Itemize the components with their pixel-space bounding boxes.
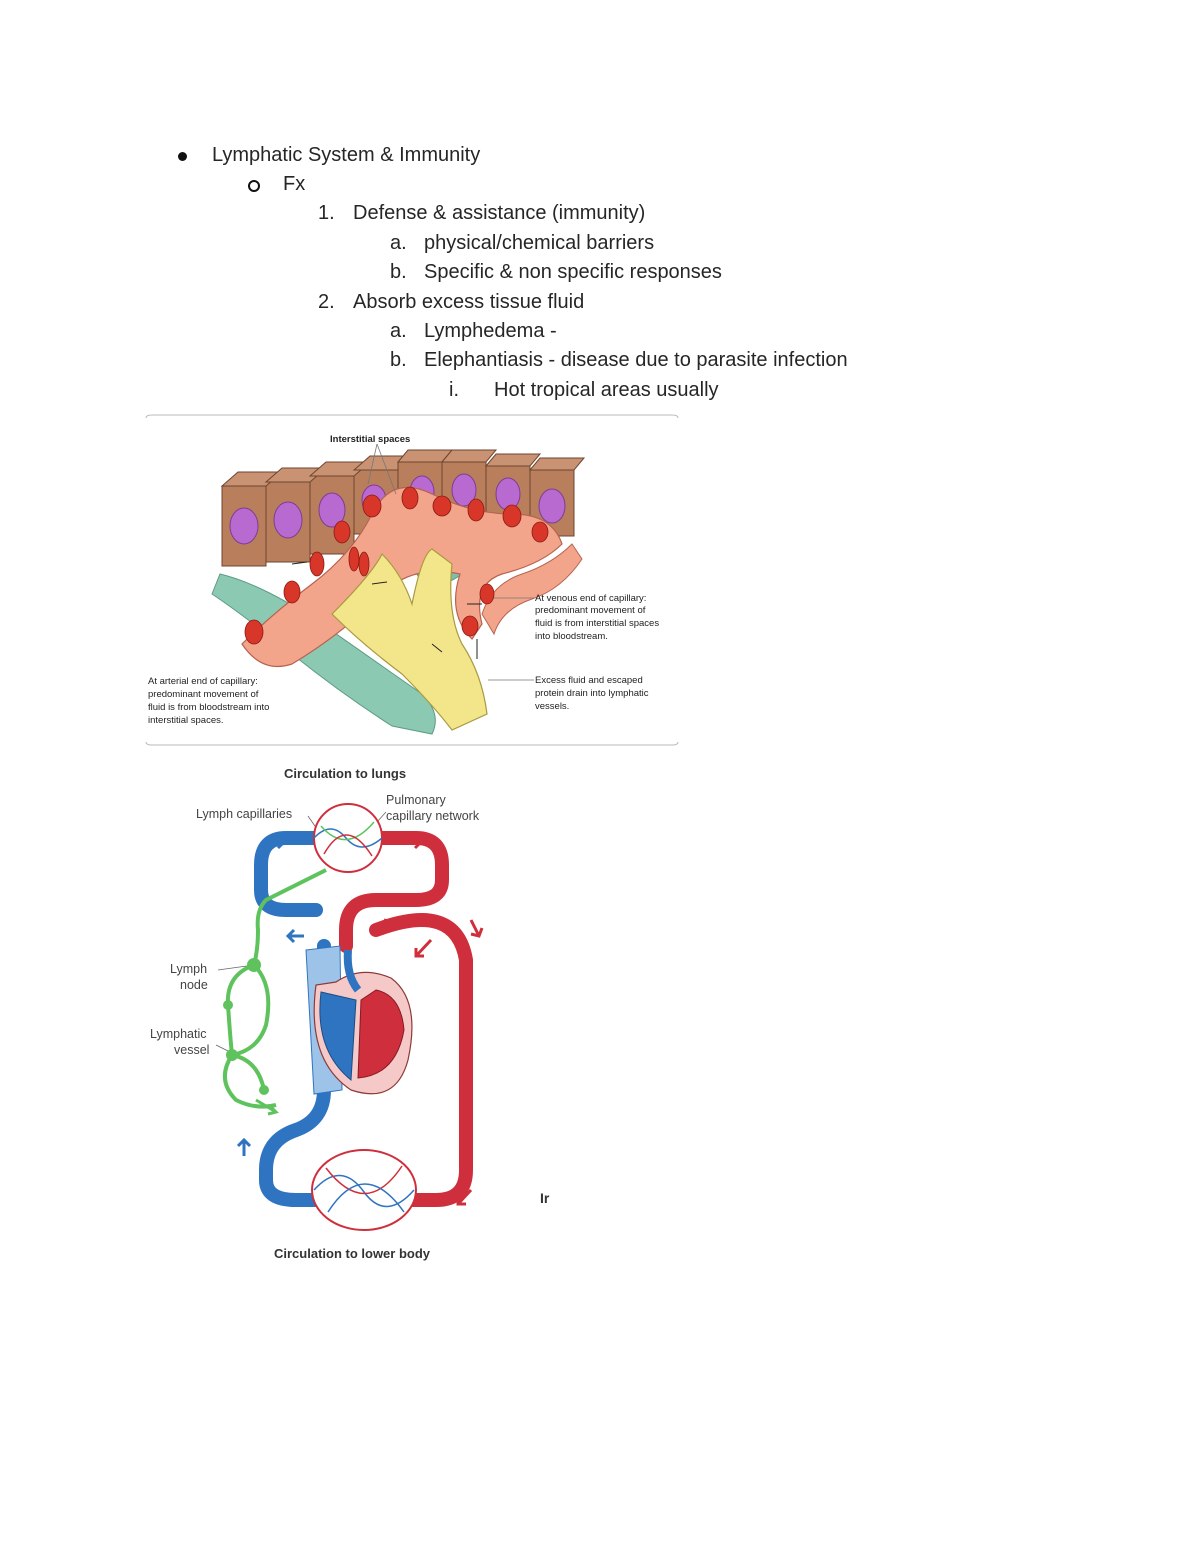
- list-marker: a.: [390, 232, 407, 254]
- arterial-caption-line: predominant movement of: [148, 689, 259, 700]
- venous-caption-line: fluid is from interstitial spaces: [535, 618, 659, 629]
- list-marker: b.: [390, 261, 407, 283]
- venous-caption-line: predominant movement of: [535, 605, 646, 616]
- list-item: Lymphedema -: [424, 320, 557, 342]
- venous-caption-line: into bloodstream.: [535, 631, 608, 642]
- circulation-lower-body-title: Circulation to lower body: [274, 1246, 431, 1261]
- lymph-capillaries-label: Lymph capillaries: [196, 807, 292, 821]
- list-marker: a.: [390, 320, 407, 342]
- capillary-fluid-illustration: Interstitial spaces At venous end of cap…: [145, 414, 679, 746]
- excess-caption-line: protein drain into lymphatic: [535, 688, 649, 699]
- arterial-caption-line: At arterial end of capillary:: [148, 676, 258, 687]
- list-item: Elephantiasis - disease due to parasite …: [424, 349, 848, 371]
- list-marker: 1.: [318, 202, 335, 224]
- lymph-node-label-line: Lymph: [170, 962, 207, 976]
- lymph-node-label-line: node: [180, 978, 208, 992]
- list-item: Absorb excess tissue fluid: [353, 291, 585, 313]
- venous-caption-line: At venous end of capillary:: [535, 593, 646, 604]
- capillary-fluid-figure: Interstitial spaces At venous end of cap…: [142, 414, 682, 746]
- subheading-fx: Fx: [283, 173, 306, 195]
- lymphatic-vessel-label-line: vessel: [174, 1043, 209, 1057]
- bullet-dot: [178, 152, 187, 161]
- list-item: Hot tropical areas usually: [494, 379, 719, 401]
- list-marker: 2.: [318, 291, 335, 313]
- list-item: physical/chemical barriers: [424, 232, 655, 254]
- bullet-ring: [248, 180, 260, 192]
- excess-caption-line: vessels.: [535, 701, 569, 712]
- circulation-figure: Circulation to lungs Lymph capillaries P…: [146, 760, 496, 1265]
- list-marker: i.: [449, 379, 459, 401]
- list-marker: b.: [390, 349, 407, 371]
- arterial-caption-line: fluid is from bloodstream into: [148, 702, 269, 713]
- circulation-lungs-title: Circulation to lungs: [284, 766, 406, 781]
- circulation-diagram: Circulation to lungs Lymph capillaries P…: [150, 766, 484, 1261]
- interstitial-spaces-label: Interstitial spaces: [330, 434, 410, 445]
- pulmonary-label-line: capillary network: [386, 809, 480, 823]
- list-item: Defense & assistance (immunity): [353, 202, 646, 224]
- heading-lymphatic-system: Lymphatic System & Immunity: [212, 144, 481, 166]
- arterial-caption-line: interstitial spaces.: [148, 715, 224, 726]
- pulmonary-label-line: Pulmonary: [386, 793, 446, 807]
- lymphatic-vessel-label-line: Lymphatic: [150, 1027, 207, 1041]
- list-item: Specific & non specific responses: [424, 261, 722, 283]
- excess-caption-line: Excess fluid and escaped: [535, 675, 643, 686]
- stray-text: Ir: [540, 1190, 550, 1206]
